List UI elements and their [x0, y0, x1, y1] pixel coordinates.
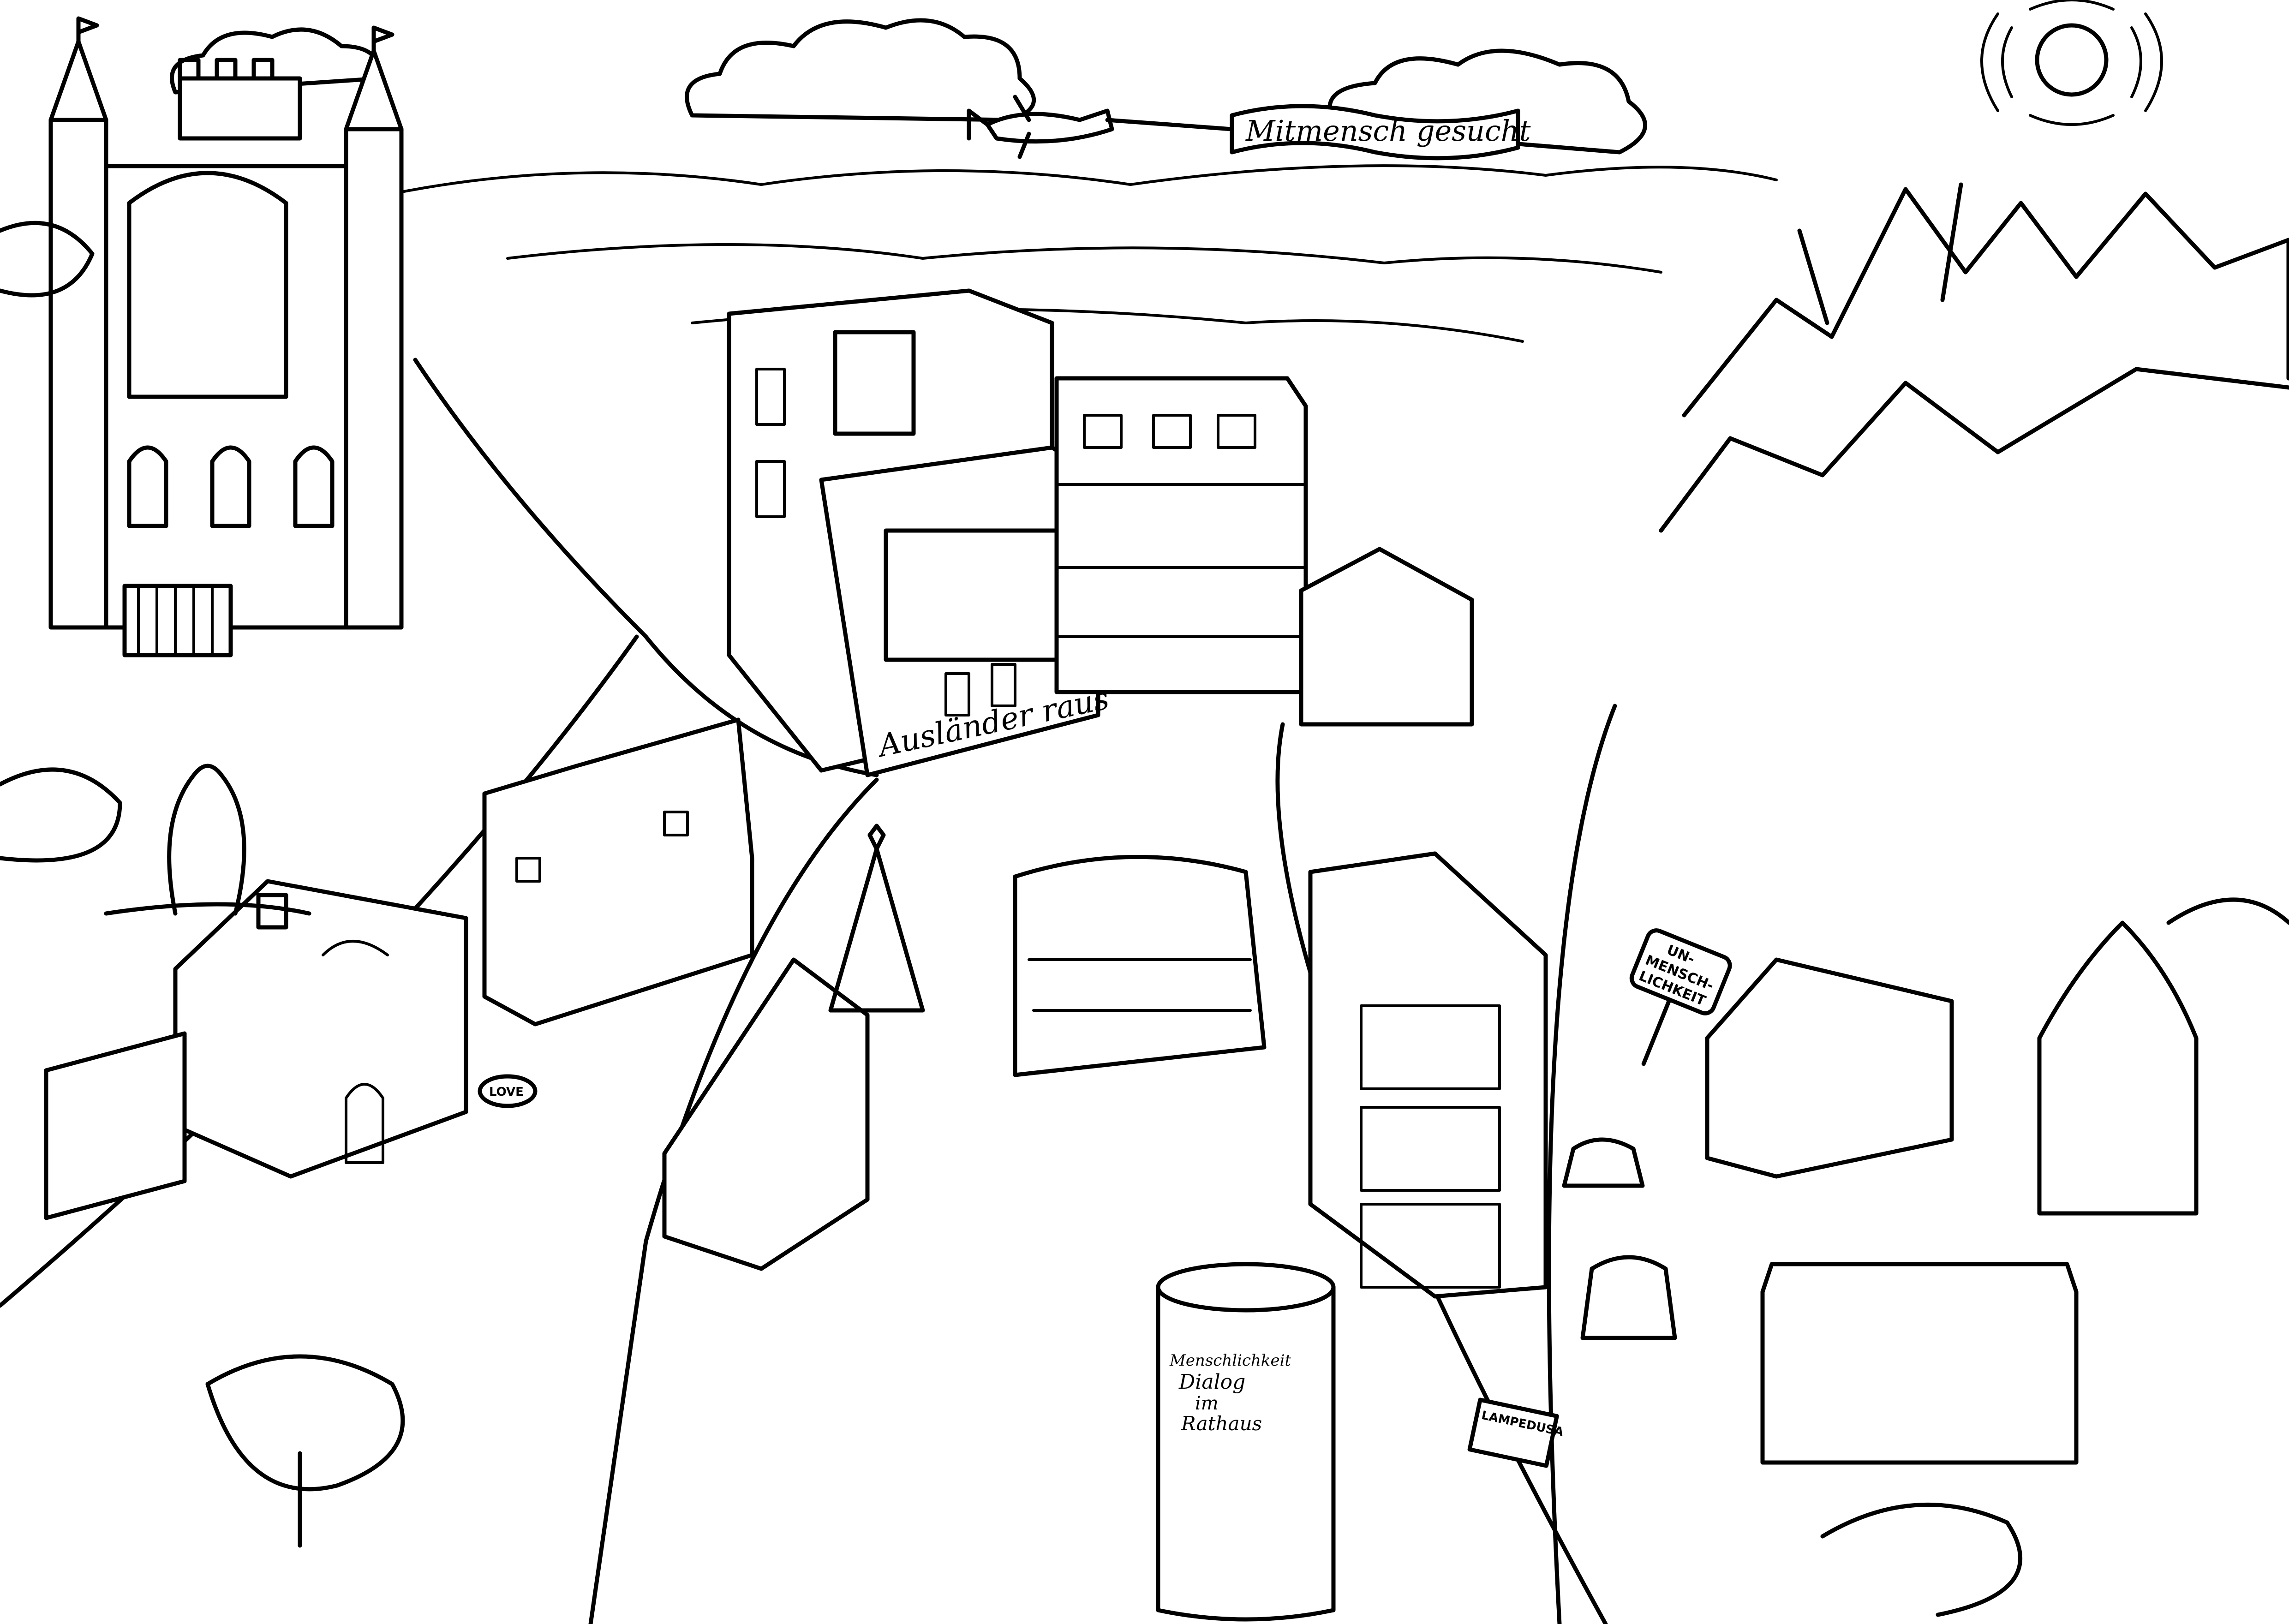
love-sign: LOVE: [478, 1074, 538, 1108]
newspaper: LAMPEDUSA: [1467, 1397, 1565, 1468]
plane-banner-text: Mitmensch gesucht: [1245, 114, 1531, 148]
small-house: [662, 957, 870, 1271]
cottage: [44, 879, 468, 1220]
poster-line-3: im: [1195, 1393, 1219, 1414]
advertising-column: Menschlichkeit Dialog im Rathaus: [1156, 1262, 1336, 1622]
town-sign: UN- MENSCH- LICHKEIT: [1629, 928, 1732, 1066]
market-stall: [1013, 854, 1267, 1077]
cars: [1562, 1137, 1677, 1340]
fountain: [104, 764, 311, 916]
poster-line-4: Rathaus: [1181, 1412, 1262, 1435]
sun-icon: [1980, 0, 2163, 126]
love-sign-text: LOVE: [489, 1085, 524, 1099]
tall-building: [1308, 851, 1548, 1299]
balcony-building: [1054, 376, 1474, 727]
mountains: [1659, 182, 2289, 533]
christmas-tree: [828, 824, 925, 1013]
airplane-with-banner: Mitmensch gesucht: [967, 95, 1531, 161]
trees: [0, 221, 2289, 1617]
poster-line-1: Menschlichkeit: [1169, 1351, 1291, 1370]
flat-roof-house: [482, 717, 754, 1027]
poster-line-2: Dialog: [1178, 1370, 1245, 1394]
castle: [48, 16, 404, 657]
wooden-huts: [1705, 920, 2199, 1465]
